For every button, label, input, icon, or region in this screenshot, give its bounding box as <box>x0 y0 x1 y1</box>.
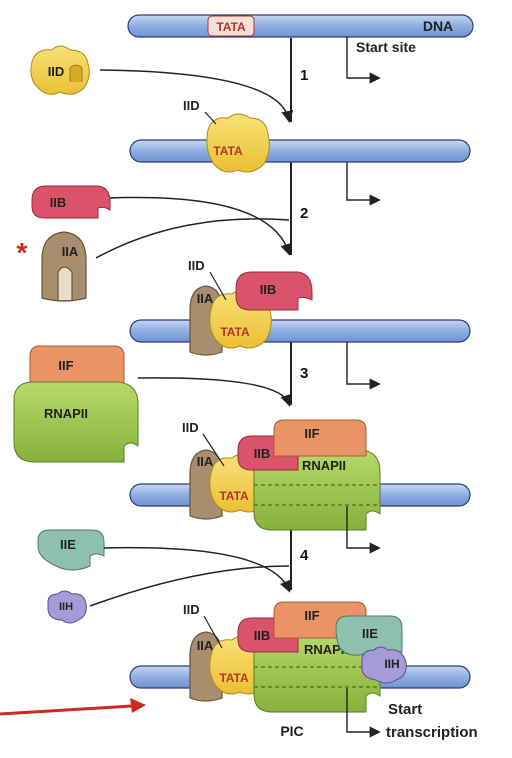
iih-protein-free: IIH <box>47 590 87 624</box>
red-pointer-arrow <box>0 698 146 716</box>
iia-label-stage5: IIA <box>197 638 214 653</box>
iie-binding-arrow <box>103 546 292 593</box>
iie-protein-free: IIE <box>37 529 105 571</box>
dna-strand-3 <box>129 319 471 343</box>
iih-label-stage5: IIH <box>384 657 399 671</box>
step-1-label: 1 <box>300 67 308 84</box>
iia-label-free: IIA <box>62 244 79 259</box>
iib-label-stage5: IIB <box>254 628 271 643</box>
iid-label-free: IID <box>48 64 65 79</box>
iih-bound-stage5: IIH <box>361 646 407 684</box>
rnapii-iif-complex-free: IIF RNAPII <box>13 345 139 463</box>
rnapii-binding-arrow <box>137 377 292 407</box>
iid-pointer-3 <box>209 271 227 301</box>
iid-label-stage5: IID <box>183 602 200 617</box>
iid-label-stage4: IID <box>182 420 199 435</box>
tata-box-label-5: TATA <box>219 671 249 685</box>
start-site-label: Start site <box>356 39 416 55</box>
step-4-label: 4 <box>300 547 309 564</box>
iia-label-stage4: IIA <box>197 454 214 469</box>
dna-strand-2 <box>129 139 471 163</box>
transcription-label: transcription <box>386 724 478 741</box>
start-site-arrow-3 <box>346 342 381 390</box>
iif-label-stage5: IIF <box>304 608 319 623</box>
iib-protein-free: IIB <box>31 185 111 219</box>
rnapii-label-stage5: RNAPII <box>304 642 348 657</box>
iib-binding-arrow <box>109 196 293 256</box>
iid-pointer-2 <box>204 111 217 125</box>
iie-label-stage5: IIE <box>362 626 378 641</box>
iid-pointer-5 <box>203 615 223 649</box>
dna-label: DNA <box>423 18 453 34</box>
tata-box-label-2: TATA <box>213 144 243 158</box>
iia-label-stage3: IIA <box>197 291 214 306</box>
start-site-arrow-4 <box>346 506 381 554</box>
iif-label-free: IIF <box>58 358 73 373</box>
iid-label-stage2: IID <box>183 98 200 113</box>
iib-label-stage3: IIB <box>260 282 277 297</box>
iid-protein-free: IID <box>30 45 90 95</box>
dna-strand-1: TATA DNA Start site <box>127 14 474 55</box>
iih-binding-arrow <box>89 565 290 607</box>
rnapii-label-free: RNAPII <box>44 406 88 421</box>
start-transcription-arrow <box>346 688 381 738</box>
iif-bound-stage4: IIF <box>273 419 367 457</box>
iid-binding-arrow <box>99 69 294 123</box>
iid-pointer-4 <box>202 433 225 467</box>
iid-bound-stage2: TATA <box>206 113 270 173</box>
tata-box-label: TATA <box>216 20 246 34</box>
step-3-label: 3 <box>300 365 308 382</box>
iif-label-stage4: IIF <box>304 426 319 441</box>
rnapii-label-stage4: RNAPII <box>302 458 346 473</box>
iie-label-free: IIE <box>60 537 76 552</box>
pic-label: PIC <box>280 723 303 739</box>
iia-protein-free: IIA <box>41 231 87 302</box>
iid-label-stage3: IID <box>188 258 205 273</box>
iia-binding-arrow <box>95 218 290 259</box>
iie-bound-stage5: IIE <box>335 615 403 656</box>
start-site-arrow-1 <box>346 37 381 84</box>
iih-label-free: IIH <box>59 601 73 613</box>
tata-box-label-3: TATA <box>220 325 250 339</box>
iib-label-free: IIB <box>50 195 67 210</box>
start-site-arrow-2 <box>346 162 381 206</box>
iib-label-stage4: IIB <box>254 446 271 461</box>
iib-bound-stage3: IIB <box>235 271 313 311</box>
asterisk-marker: * <box>17 237 28 268</box>
start-label: Start <box>388 701 422 718</box>
tata-box-label-4: TATA <box>219 489 249 503</box>
step-2-label: 2 <box>300 205 308 222</box>
